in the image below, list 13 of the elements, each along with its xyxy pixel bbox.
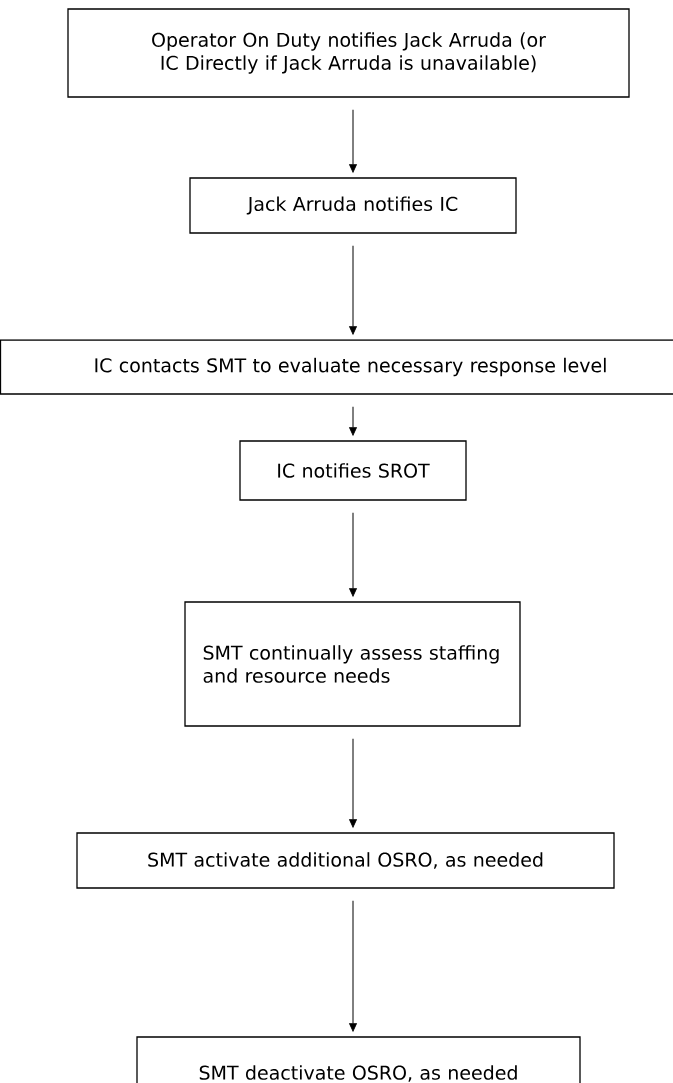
arrow: [349, 900, 357, 1032]
process-box: Operator On Duty notifies Jack Arruda (or IC Directly if Jack Arruda is unavailable): [67, 8, 630, 98]
arrow: [349, 245, 357, 335]
arrow: [349, 738, 357, 828]
arrow: [349, 406, 357, 436]
process-box: IC notifies SROT: [239, 440, 467, 501]
process-box: SMT activate additional OSRO, as needed: [76, 832, 615, 889]
arrow: [349, 109, 357, 173]
process-box: IC contacts SMT to evaluate necessary response level: [0, 339, 673, 395]
process-box: Jack Arruda notifies IC: [189, 177, 517, 234]
process-box: SMT continually assess staffing and resource needs: [184, 601, 521, 727]
arrow: [349, 512, 357, 597]
process-box: SMT deactivate OSRO, as needed: [136, 1036, 581, 1083]
